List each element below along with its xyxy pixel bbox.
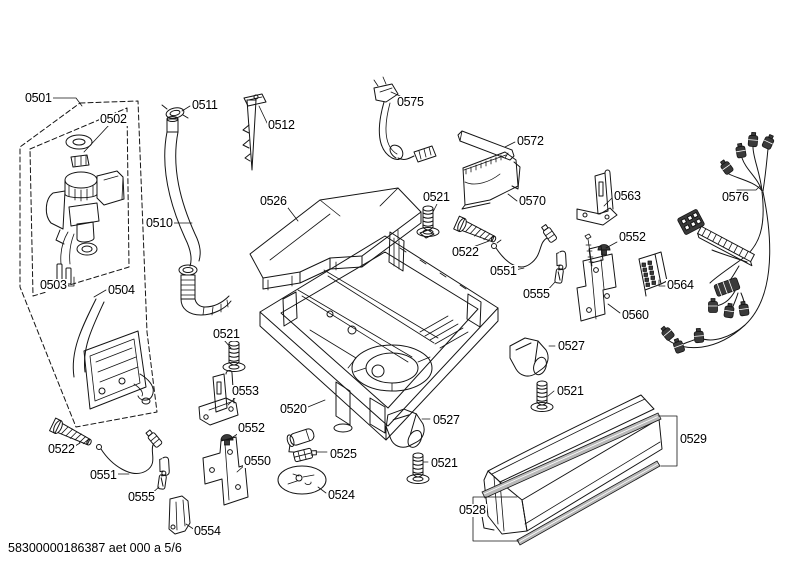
part-label-0503: 0503	[39, 278, 68, 292]
part-label-0555-left: 0555	[127, 490, 156, 504]
part-label-0551-right: 0551	[489, 264, 518, 278]
part-label-0520: 0520	[279, 402, 308, 416]
water-valve-assembly	[45, 134, 125, 285]
part-label-0524: 0524	[327, 488, 356, 502]
part-label-0554: 0554	[193, 524, 222, 538]
part-label-0510: 0510	[145, 216, 174, 230]
part-0510-hose	[164, 116, 232, 316]
part-0575-power-cord	[373, 76, 437, 163]
part-label-0553: 0553	[231, 384, 260, 398]
part-label-0501: 0501	[24, 91, 53, 105]
part-label-0511: 0511	[191, 98, 219, 112]
part-0525-parts	[286, 428, 317, 463]
part-0522-pin-top	[453, 215, 499, 247]
part-label-0563: 0563	[613, 189, 642, 203]
part-label-0525: 0525	[329, 447, 358, 461]
part-0527-foot-right	[509, 337, 550, 378]
part-label-0576: 0576	[721, 190, 750, 204]
part-0555-left	[155, 455, 172, 491]
part-label-0521-right: 0521	[556, 384, 585, 398]
part-label-0504: 0504	[107, 283, 136, 297]
part-label-0552-left: 0552	[237, 421, 266, 435]
part-0564-terminal	[638, 251, 668, 297]
part-label-0550: 0550	[243, 454, 272, 468]
part-label-0522-top: 0522	[451, 245, 480, 259]
part-label-0555-right: 0555	[522, 287, 551, 301]
part-label-0521-bottom: 0521	[430, 456, 459, 470]
part-label-0521-top: 0521	[422, 190, 451, 204]
part-0576-harness	[658, 131, 777, 355]
part-label-0572: 0572	[516, 134, 545, 148]
part-0550-bracket	[202, 436, 249, 506]
part-0524-disc	[277, 465, 327, 495]
part-label-0512: 0512	[267, 118, 296, 132]
part-label-0521-left: 0521	[212, 327, 241, 341]
part-0572-strip	[457, 130, 515, 161]
part-label-0522-left: 0522	[47, 442, 76, 456]
pump-assembly	[72, 298, 154, 410]
part-0511-hose-clamp	[161, 104, 189, 119]
part-0521-screw-bottom	[406, 452, 430, 484]
part-label-0527-mid: 0527	[432, 413, 461, 427]
part-0527-foot-mid	[383, 406, 428, 452]
part-label-0560: 0560	[621, 308, 650, 322]
part-0512-spike	[242, 93, 267, 171]
part-label-0552-right: 0552	[618, 230, 647, 244]
part-0529-strips	[481, 412, 662, 546]
part-0553-bracket	[198, 370, 239, 426]
part-label-0528: 0528	[458, 503, 487, 517]
part-label-0526: 0526	[259, 194, 288, 208]
part-label-0570: 0570	[518, 194, 547, 208]
drawing-footer-code: 58300000186387 aet 000 a 5/6	[8, 541, 182, 555]
part-0560-bracket	[576, 245, 617, 322]
part-0551-cable-right	[491, 224, 558, 268]
part-0551-cable-left	[96, 429, 163, 474]
part-label-0502: 0502	[99, 112, 128, 126]
part-label-0575: 0575	[396, 95, 425, 109]
part-0563-bracket	[576, 169, 618, 226]
part-0520-base-frame	[259, 229, 499, 441]
part-0554-cover	[168, 495, 191, 535]
part-label-0529: 0529	[679, 432, 708, 446]
part-0570-module	[461, 151, 521, 210]
part-0521-screw-right	[530, 380, 554, 412]
dashed-boundary-0501	[19, 100, 158, 428]
part-label-0527-right: 0527	[557, 339, 586, 353]
part-0521-screw-left	[222, 340, 246, 372]
part-label-0564: 0564	[666, 278, 695, 292]
part-label-0551-left: 0551	[89, 468, 118, 482]
part-0555-right	[552, 249, 569, 285]
